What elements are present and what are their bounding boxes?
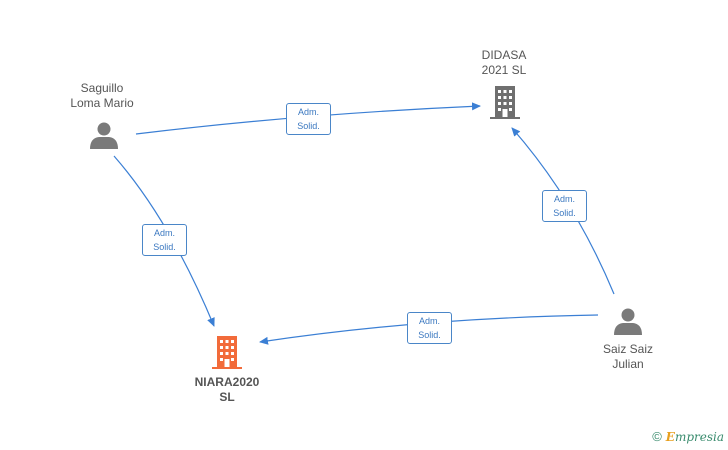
brand-footer[interactable]: ©Empresia [652, 429, 724, 444]
building-icon-highlight[interactable] [212, 336, 242, 369]
edge-label-line2: Solid. [297, 121, 320, 131]
edge-label-saguillo-niara[interactable]: Adm. Solid. [142, 224, 187, 256]
brand-logo-text: mpresia [674, 430, 724, 444]
edge-label-line2: Solid. [153, 242, 176, 252]
edge-label-line2: Solid. [418, 330, 441, 340]
edge-label-saiz-niara[interactable]: Adm. Solid. [407, 312, 452, 344]
person-icon[interactable] [614, 308, 642, 336]
node-label-saiz[interactable]: Saiz Saiz Julian [602, 342, 654, 371]
node-label-saguillo[interactable]: Saguillo Loma Mario [70, 81, 134, 110]
copyright-icon: © [652, 429, 662, 444]
person-icon[interactable] [90, 122, 118, 150]
edge-label-line1: Adm. [297, 107, 319, 117]
edge-label-line1: Adm. [418, 316, 440, 326]
edge-label-line1: Adm. [153, 228, 175, 238]
edge-label-saguillo-didasa[interactable]: Adm. Solid. [286, 103, 331, 135]
edge-label-line1: Adm. [553, 194, 575, 204]
edge-label-line2: Solid. [553, 208, 576, 218]
edge-label-saiz-didasa[interactable]: Adm. Solid. [542, 190, 587, 222]
brand-logo-initial: E [665, 430, 675, 444]
node-label-niara[interactable]: NIARA2020 SL [194, 375, 260, 404]
building-icon[interactable] [490, 86, 520, 119]
node-label-didasa[interactable]: DIDASA 2021 SL [481, 48, 527, 77]
